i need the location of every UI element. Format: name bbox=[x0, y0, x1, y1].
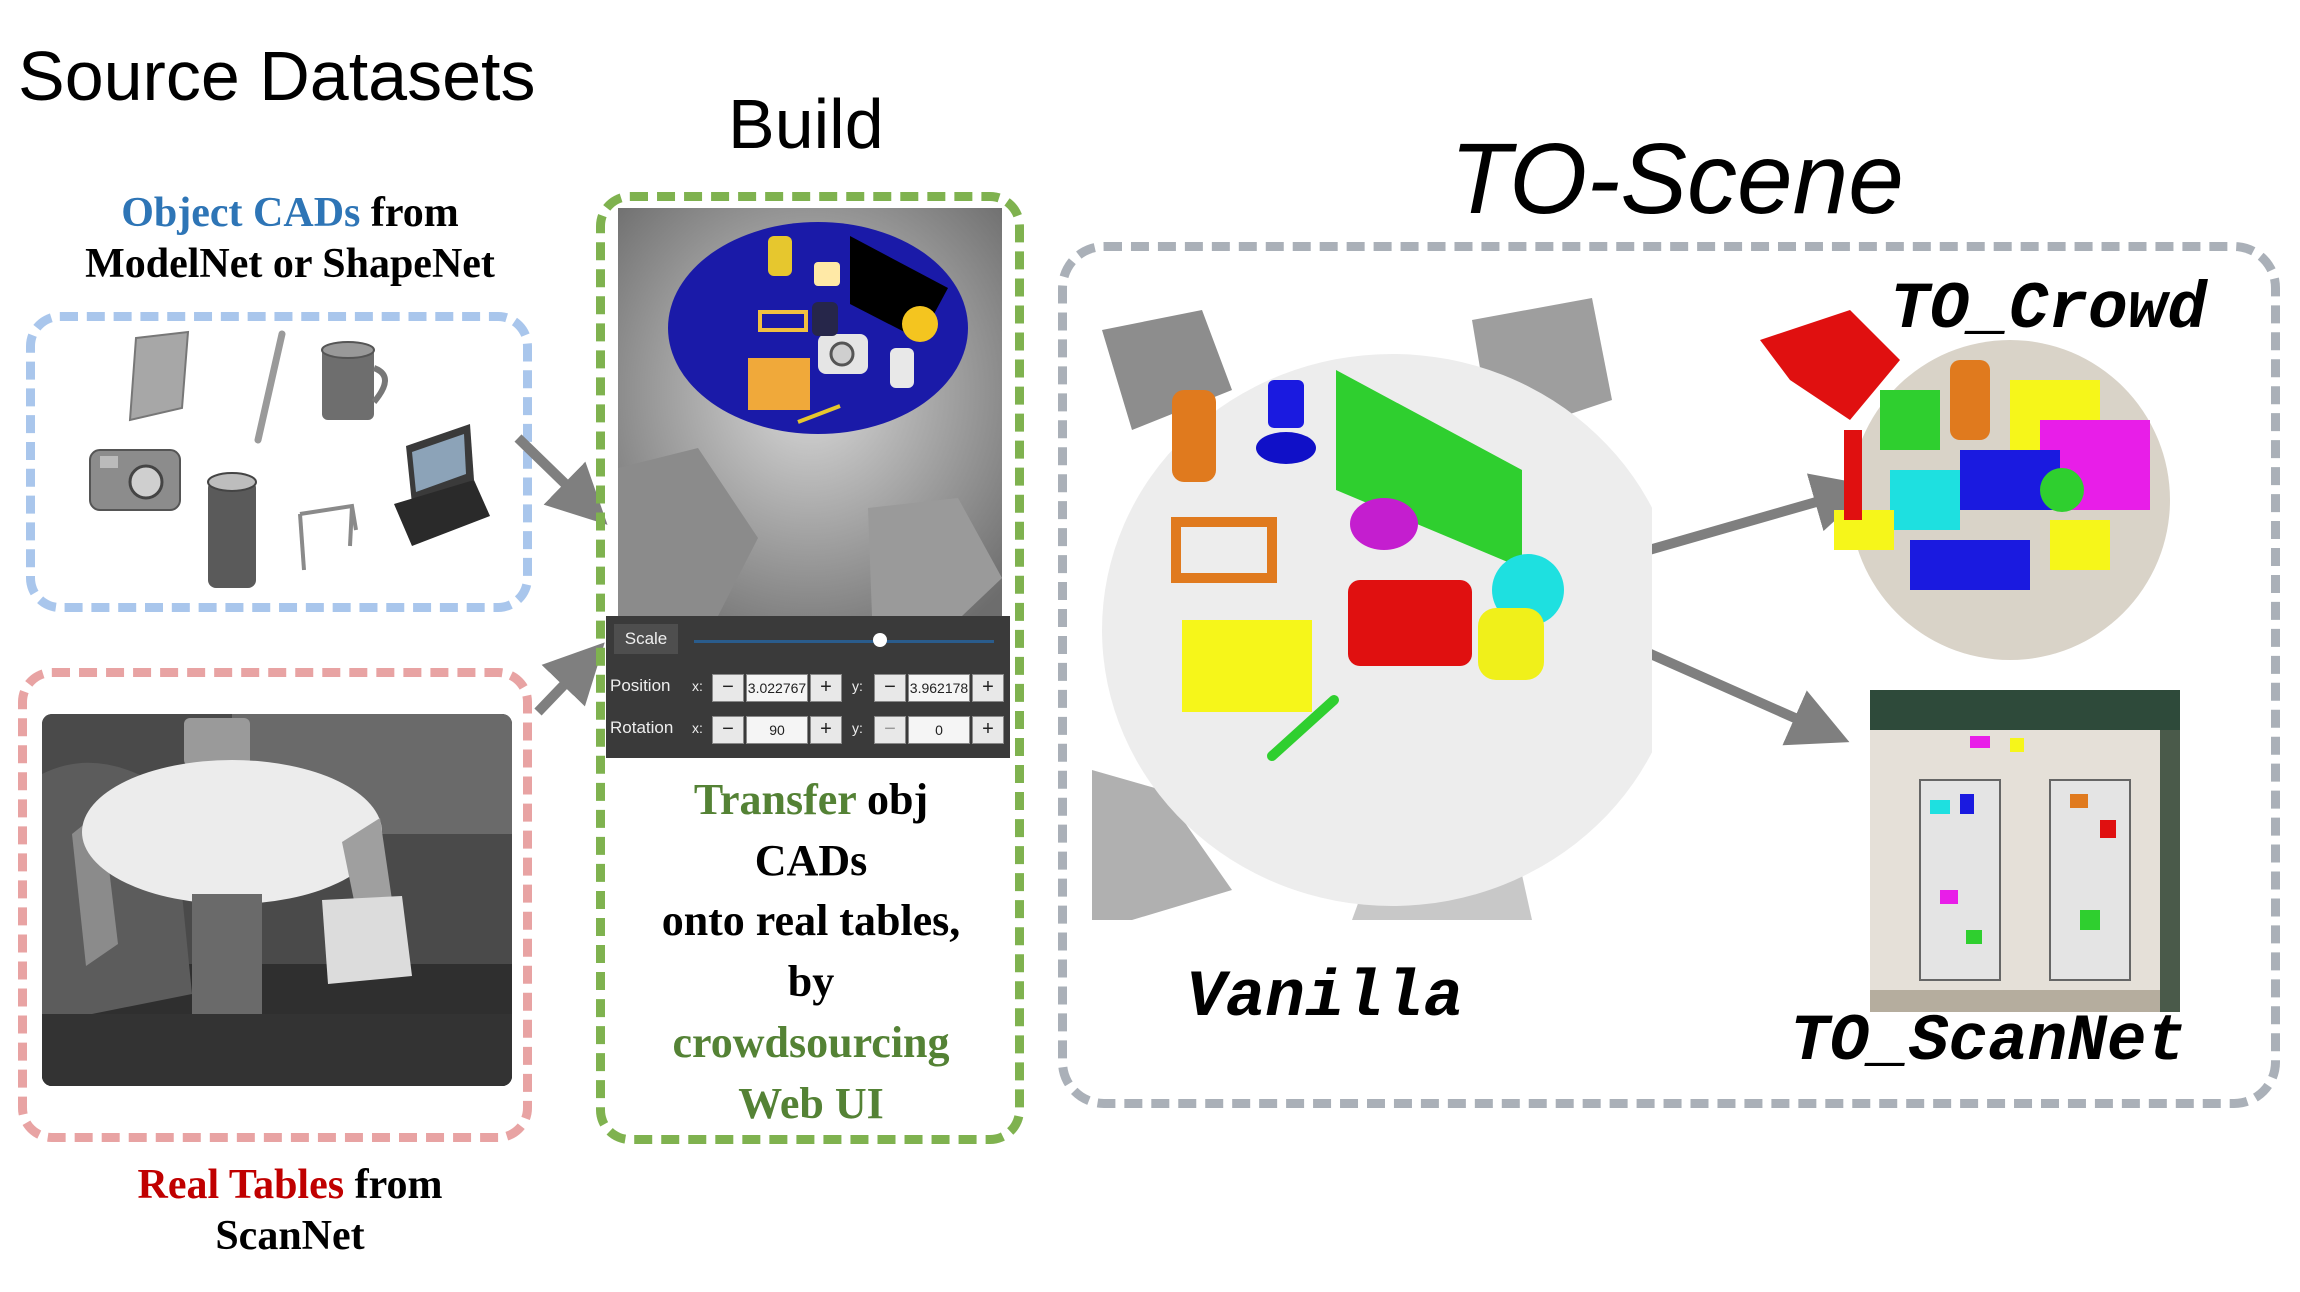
build-box bbox=[596, 192, 1024, 1144]
transfer-word: Transfer bbox=[693, 775, 856, 824]
scale-label: Scale bbox=[614, 624, 678, 654]
position-y-plus-button[interactable]: + bbox=[972, 674, 1004, 702]
build-caption-line3: onto real tables, bbox=[661, 896, 961, 946]
rotation-y-minus-button[interactable]: − bbox=[874, 716, 906, 744]
position-label: Position bbox=[610, 676, 671, 695]
vanilla-label: Vanilla bbox=[1186, 960, 1464, 1035]
build-caption-line4: by bbox=[787, 957, 835, 1007]
glasses-cad bbox=[298, 503, 358, 571]
rotation-x-input[interactable]: 90 bbox=[746, 716, 808, 744]
web-ui-viewport bbox=[618, 208, 1002, 616]
camera-cad bbox=[89, 449, 181, 511]
object-cads-box bbox=[26, 312, 532, 612]
real-tables-caption: Real Tables from ScanNet bbox=[30, 1160, 550, 1262]
position-x-input[interactable]: 3.022767 bbox=[746, 674, 808, 702]
position-x-label: x: bbox=[692, 678, 703, 694]
chair-right bbox=[342, 818, 392, 920]
rotation-y-input[interactable]: 0 bbox=[908, 716, 970, 744]
to-scene-heading: TO-Scene bbox=[1450, 123, 1904, 235]
vanilla-scene-image bbox=[1092, 290, 1652, 920]
arrow-vanilla-to-crowd bbox=[1626, 473, 1873, 561]
position-x-minus-button[interactable]: − bbox=[712, 674, 744, 702]
rotation-x-plus-button[interactable]: + bbox=[810, 716, 842, 744]
rotation-label: Rotation bbox=[610, 718, 674, 737]
real-tables-from: from bbox=[354, 1162, 443, 1208]
table-top bbox=[82, 760, 382, 904]
real-tables-label: Real Tables bbox=[137, 1162, 345, 1208]
rotation-x-minus-button[interactable]: − bbox=[712, 716, 744, 744]
laptop-cad bbox=[394, 424, 490, 546]
real-tables-source: ScanNet bbox=[215, 1213, 365, 1260]
real-tables-box bbox=[18, 668, 532, 1142]
object-cads-from: from bbox=[370, 190, 459, 236]
to-crowd-label: TO_Crowd bbox=[1890, 272, 2207, 347]
web-ui-control-panel: Scale Position x: − 3.022767 + y: − 3.96… bbox=[606, 616, 1010, 758]
rotation-x-label: x: bbox=[692, 720, 703, 736]
to-scannet-label: TO_ScanNet bbox=[1790, 1004, 2187, 1079]
source-datasets-heading: Source Datasets bbox=[18, 37, 536, 115]
arrow-cads-to-build bbox=[514, 434, 608, 525]
arrow-vanilla-to-scannet bbox=[1625, 639, 1850, 746]
mug-cad bbox=[321, 341, 388, 420]
can-cad bbox=[207, 472, 257, 588]
crowdsourcing-word: crowdsourcing bbox=[672, 1017, 950, 1067]
blue-mug-object bbox=[1256, 380, 1316, 464]
pencil-cad bbox=[254, 330, 286, 444]
to-scene-box bbox=[1058, 242, 2280, 1108]
transfer-rest: obj bbox=[867, 775, 929, 824]
chair-back bbox=[184, 718, 250, 766]
rotation-y-label: y: bbox=[852, 720, 863, 736]
build-heading: Build bbox=[728, 85, 884, 163]
position-y-minus-button[interactable]: − bbox=[874, 674, 906, 702]
build-caption: Transfer obj CADs onto real tables, by c… bbox=[606, 770, 1016, 1134]
web-ui-word: Web UI bbox=[738, 1078, 884, 1128]
object-cads-source: ModelNet or ShapeNet bbox=[85, 241, 495, 288]
scale-slider-track[interactable] bbox=[694, 640, 994, 643]
position-y-input[interactable]: 3.962178 bbox=[908, 674, 970, 702]
to-crowd-scene-image bbox=[1760, 300, 2190, 680]
arrow-tables-to-build bbox=[534, 642, 605, 716]
scale-slider-handle[interactable] bbox=[873, 633, 887, 647]
position-x-plus-button[interactable]: + bbox=[810, 674, 842, 702]
object-cads-caption: Object CADs from ModelNet or ShapeNet bbox=[30, 188, 550, 290]
rotation-y-plus-button[interactable]: + bbox=[972, 716, 1004, 744]
to-scannet-scene-image bbox=[1870, 690, 2180, 1012]
object-cads-image bbox=[60, 328, 510, 598]
object-cads-label: Object CADs bbox=[121, 190, 361, 236]
real-table-scan-image bbox=[42, 714, 512, 1086]
book-cad bbox=[128, 330, 190, 422]
position-y-label: y: bbox=[852, 678, 863, 694]
build-caption-line2: CADs bbox=[754, 835, 868, 885]
